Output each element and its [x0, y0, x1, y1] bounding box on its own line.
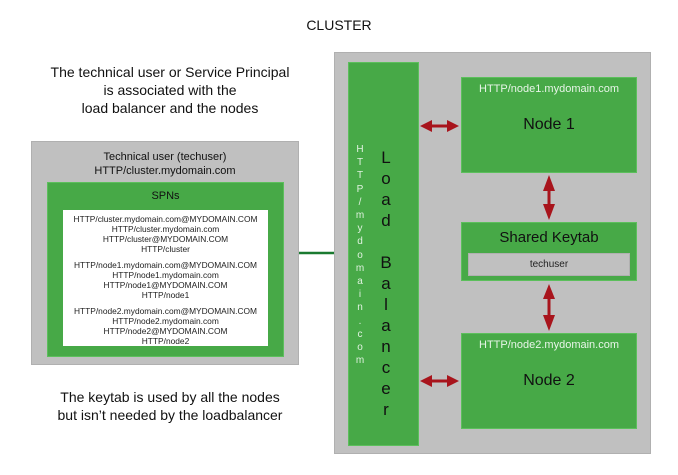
vertical-char: a [381, 274, 391, 293]
spns-title: SPNs [151, 190, 180, 202]
technical-user-name: Technical user (techuser) [103, 151, 227, 163]
arrow-lb-node1 [420, 120, 459, 132]
spn-entry: HTTP/node1.mydomain.com@MYDOMAIN.COM [73, 260, 258, 270]
note-top-line: The technical user or Service Principal [50, 64, 290, 80]
shared-keytab-title: Shared Keytab [499, 229, 599, 246]
spn-entry: HTTP/node1 [141, 290, 190, 300]
spn-entry: HTTP/node2.mydomain.com@MYDOMAIN.COM [73, 306, 258, 316]
vertical-char: n [357, 302, 363, 314]
vertical-char: o [381, 169, 391, 188]
vertical-char: o [357, 249, 363, 261]
spn-entry: HTTP/cluster [141, 244, 190, 254]
cluster-title: CLUSTER [306, 17, 372, 33]
node-1-box: HTTP/node1.mydomain.com Node 1 [461, 77, 637, 173]
vertical-char: i [358, 289, 362, 301]
vertical-char: P [356, 183, 364, 195]
arrow-lb-node2 [420, 375, 459, 387]
spn-entry: HTTP/node2@MYDOMAIN.COM [103, 326, 228, 336]
note-top-line: load balancer and the nodes [81, 100, 259, 116]
spn-entry: HTTP/node1.mydomain.com [112, 270, 219, 280]
spn-entry: HTTP/cluster.mydomain.com [111, 224, 220, 234]
spns-box: SPNs HTTP/cluster.mydomain.com@MYDOMAIN.… [47, 182, 284, 357]
note-bottom-line: but isn’t needed by the loadbalancer [57, 407, 283, 423]
vertical-char: l [384, 295, 388, 314]
vertical-char: d [357, 236, 363, 248]
arrow-node1-keytab [543, 175, 555, 220]
spn-entry: HTTP/cluster.mydomain.com@MYDOMAIN.COM [73, 214, 258, 224]
vertical-char: T [356, 157, 364, 169]
vertical-char: a [357, 276, 363, 288]
vertical-char: m [355, 210, 365, 222]
arrow-keytab-node2 [543, 284, 555, 331]
spn-entry: HTTP/node2.mydomain.com [112, 316, 219, 326]
technical-user-principal: HTTP/cluster.mydomain.com [94, 165, 236, 177]
technical-user-box: Technical user (techuser) HTTP/cluster.m… [31, 141, 299, 365]
vertical-char: n [381, 337, 391, 356]
node-1-url: HTTP/node1.mydomain.com [479, 83, 619, 95]
spn-entry: HTTP/node1@MYDOMAIN.COM [103, 280, 228, 290]
vertical-char: c [357, 328, 363, 340]
node-2-label: Node 2 [523, 372, 575, 389]
vertical-char: . [358, 315, 362, 327]
vertical-char: o [357, 342, 363, 354]
node-2-box: HTTP/node2.mydomain.com Node 2 [461, 333, 637, 429]
note-top-line: is associated with the [103, 82, 237, 98]
spn-entry: HTTP/node2 [141, 336, 190, 346]
vertical-char: T [356, 170, 364, 182]
vertical-char: r [383, 400, 389, 419]
vertical-char: a [381, 316, 391, 335]
vertical-char: / [358, 196, 362, 208]
vertical-char: m [355, 262, 365, 274]
vertical-char: c [381, 358, 391, 377]
vertical-char: m [355, 355, 365, 367]
keytab-entry: techuser [468, 253, 630, 276]
vertical-char: L [381, 148, 391, 167]
vertical-char: H [356, 144, 364, 155]
node-1-label: Node 1 [523, 116, 575, 133]
node-2-url: HTTP/node2.mydomain.com [479, 339, 619, 351]
note-top: The technical user or Service Principal … [20, 63, 320, 117]
note-bottom: The keytab is used by all the nodes but … [20, 388, 320, 424]
note-bottom-line: The keytab is used by all the nodes [60, 389, 280, 405]
shared-keytab-box: Shared Keytab techuser [461, 222, 637, 281]
vertical-char: y [357, 223, 363, 235]
vertical-char: a [381, 190, 391, 209]
vertical-char: B [380, 253, 392, 272]
vertical-char: e [381, 379, 391, 398]
spn-list: HTTP/cluster.mydomain.com@MYDOMAIN.COM H… [63, 210, 268, 346]
spn-entry: HTTP/cluster@MYDOMAIN.COM [102, 234, 229, 244]
vertical-char: d [381, 211, 391, 230]
